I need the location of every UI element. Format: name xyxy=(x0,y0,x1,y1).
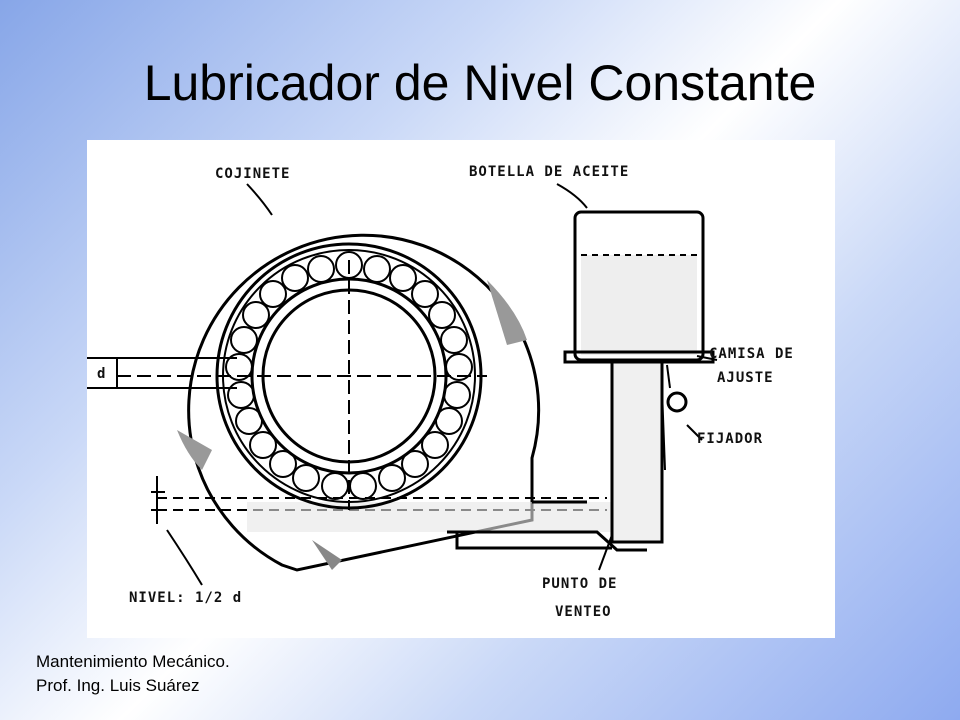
label-cojinete: COJINETE xyxy=(215,166,290,182)
footer: Mantenimiento Mecánico. Prof. Ing. Luis … xyxy=(36,650,230,698)
slide-title: Lubricador de Nivel Constante xyxy=(143,55,817,111)
label-camisa-2: AJUSTE xyxy=(717,370,774,386)
label-botella: BOTELLA DE ACEITE xyxy=(469,164,629,180)
label-fijador: FIJADOR xyxy=(697,431,763,447)
label-nivel: NIVEL: 1/2 d xyxy=(129,590,242,606)
dimension-d xyxy=(87,357,237,389)
bearing xyxy=(117,242,487,510)
label-camisa-1: CAMISA DE xyxy=(709,346,794,362)
oil-bottle xyxy=(563,210,715,544)
level-marks xyxy=(151,476,165,524)
label-punto-1: PUNTO DE xyxy=(542,576,617,592)
lubricator-diagram: COJINETE BOTELLA DE ACEITE CAMISA DE AJU… xyxy=(87,140,835,638)
diagram-svg: COJINETE BOTELLA DE ACEITE CAMISA DE AJU… xyxy=(87,164,794,620)
leader-lines xyxy=(166,183,718,586)
bearing-housing xyxy=(177,233,541,572)
label-d: d xyxy=(97,366,106,382)
rolling-balls xyxy=(225,251,473,500)
oil-channel xyxy=(157,497,647,552)
label-punto-2: VENTEO xyxy=(555,604,612,620)
footer-author: Prof. Ing. Luis Suárez xyxy=(36,676,200,695)
footer-course: Mantenimiento Mecánico. xyxy=(36,652,230,671)
